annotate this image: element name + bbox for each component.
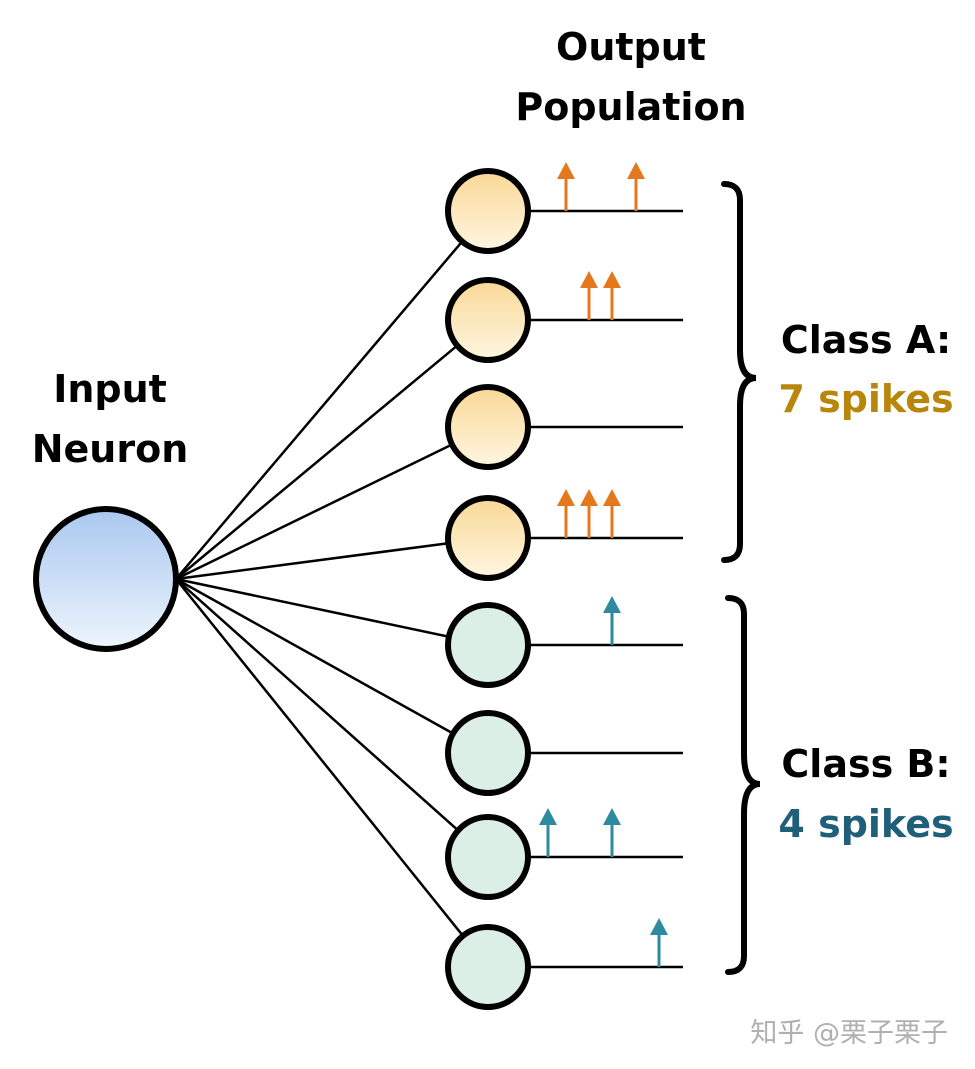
connection-line [175,578,459,832]
spike-arrow [580,489,598,538]
class-a-title: Class A: [781,318,951,362]
class-b-spikes: 4 spikes [778,802,953,846]
connection-line [175,443,453,581]
class-b-neuron [445,814,531,900]
class-a-neuron [445,277,531,363]
spike-arrow [603,808,621,857]
spike-arrow [580,271,598,320]
class-b-bracket [725,595,761,975]
connection-line [175,344,459,580]
class-a-neuron [445,384,531,470]
input-label-line1: Input [53,367,167,411]
connection-line [175,577,450,638]
output-label-line2: Population [515,85,746,129]
connections [175,240,464,937]
class-a-bracket [721,181,757,563]
input-neuron [33,506,179,652]
connection-line [175,240,464,580]
class-a-spikes: 7 spikes [778,377,953,421]
class-a-neuron [445,495,531,581]
spike-arrow [557,162,575,211]
spike-arrow [603,596,621,645]
watermark: 知乎 @栗子栗子 [750,1018,948,1049]
connection-line [175,578,464,937]
class-b-title: Class B: [781,742,950,786]
class-b-neuron [445,602,531,688]
spike-arrow [627,162,645,211]
input-label-line2: Neuron [32,427,189,471]
connection-line [175,577,454,735]
connection-line [175,541,449,581]
spike-arrow [557,489,575,538]
spike-arrow [650,918,668,967]
spike-arrow [603,489,621,538]
class-b-neuron [445,924,531,1010]
output-population [445,168,531,1010]
output-label-line1: Output [556,25,706,69]
class-b-neuron [445,710,531,796]
spike-arrow [539,808,557,857]
class-a-neuron [445,168,531,254]
spike-trains [528,162,683,969]
spike-arrow [603,271,621,320]
